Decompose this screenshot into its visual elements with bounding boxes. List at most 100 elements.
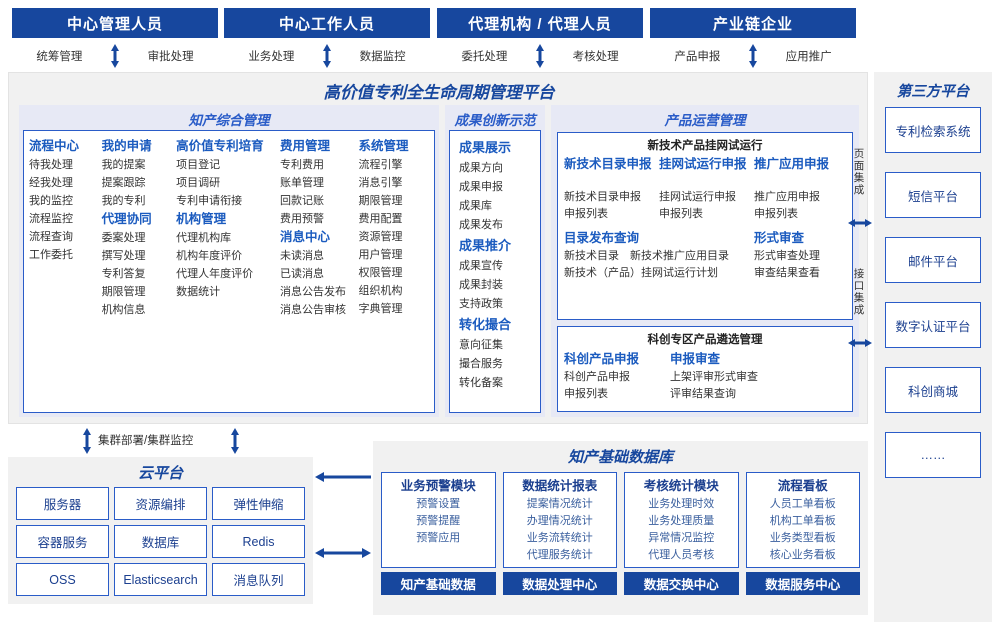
ip-item-0-0-1[interactable]: 经我处理 xyxy=(29,177,73,189)
role-banner-1[interactable]: 中心工作人员 xyxy=(224,8,430,38)
kdb-footer-2[interactable]: 数据交换中心 xyxy=(624,572,739,595)
ip-item-2-0-1[interactable]: 项目调研 xyxy=(176,177,221,189)
ip-item-2-0-0[interactable]: 项目登记 xyxy=(176,159,221,171)
ip-item-1-0-2[interactable]: 我的专利 xyxy=(101,195,146,207)
kdb-item-3-2[interactable]: 业务类型看板 xyxy=(769,532,836,544)
kdb-item-0-2[interactable]: 预警应用 xyxy=(416,532,461,544)
cloud-cell-0[interactable]: 服务器 xyxy=(16,487,109,520)
ip-item-4-0-8[interactable]: 字典管理 xyxy=(358,303,403,315)
ip-item-4-0-7[interactable]: 组织机构 xyxy=(358,285,403,297)
ip-heading-3-1[interactable]: 消息中心 xyxy=(280,230,331,244)
kdb-heading-1[interactable]: 数据统计报表 xyxy=(522,479,598,493)
cloud-cell-8[interactable]: 消息队列 xyxy=(212,563,305,596)
ip-heading-4-0[interactable]: 系统管理 xyxy=(358,139,409,153)
ip-item-1-1-1[interactable]: 撰写处理 xyxy=(101,250,146,262)
po-r1-item-1-1[interactable]: 申报列表 xyxy=(659,208,703,220)
po-r2-item-1-0[interactable]: 形式审查处理 xyxy=(753,250,820,262)
po-r1-heading-2[interactable]: 推广应用申报 xyxy=(754,157,830,171)
achievement-item-0-2[interactable]: 成果库 xyxy=(459,200,492,212)
ip-item-0-0-3[interactable]: 流程监控 xyxy=(29,213,73,225)
third-party-item-0[interactable]: 专利检索系统 xyxy=(885,107,981,153)
ip-item-0-0-2[interactable]: 我的监控 xyxy=(29,195,73,207)
ip-item-4-0-4[interactable]: 资源管理 xyxy=(358,231,403,243)
achievement-item-1-0[interactable]: 成果宣传 xyxy=(459,260,503,272)
kdb-footer-3[interactable]: 数据服务中心 xyxy=(745,572,860,595)
achievement-heading-1[interactable]: 成果推介 xyxy=(459,238,512,253)
ip-item-1-1-4[interactable]: 机构信息 xyxy=(101,304,146,316)
achievement-item-0-1[interactable]: 成果申报 xyxy=(459,181,503,193)
kdb-heading-3[interactable]: 流程看板 xyxy=(777,479,828,493)
kdb-item-2-0[interactable]: 业务处理时效 xyxy=(648,498,715,510)
ip-item-4-0-5[interactable]: 用户管理 xyxy=(358,249,403,261)
po-r1-item-2-0[interactable]: 推广应用申报 xyxy=(754,191,820,203)
kdb-item-0-0[interactable]: 预警设置 xyxy=(416,498,461,510)
ip-heading-2-1[interactable]: 机构管理 xyxy=(176,212,227,226)
po-r1-heading-0[interactable]: 新技术目录申报 xyxy=(564,157,652,171)
ip-item-4-0-1[interactable]: 消息引擎 xyxy=(358,177,403,189)
po-r3-heading-0[interactable]: 科创产品申报 xyxy=(564,352,640,366)
po-r2-heading-1[interactable]: 形式审查 xyxy=(753,231,804,245)
ip-heading-3-0[interactable]: 费用管理 xyxy=(280,139,331,153)
kdb-heading-0[interactable]: 业务预警模块 xyxy=(400,479,476,493)
achievement-item-1-1[interactable]: 成果封装 xyxy=(459,279,503,291)
ip-item-4-0-6[interactable]: 权限管理 xyxy=(358,267,403,279)
kdb-item-2-2[interactable]: 异常情况监控 xyxy=(648,532,715,544)
ip-item-3-0-3[interactable]: 费用预警 xyxy=(280,213,325,225)
third-party-item-5[interactable]: …… xyxy=(885,432,981,478)
ip-item-3-0-1[interactable]: 账单管理 xyxy=(280,177,325,189)
role-banner-3[interactable]: 产业链企业 xyxy=(650,8,856,38)
po-r3-item-1-0[interactable]: 上架评审形式审查 xyxy=(670,371,758,383)
ip-item-0-0-4[interactable]: 流程查询 xyxy=(29,231,73,243)
po-r1-item-2-1[interactable]: 申报列表 xyxy=(754,208,798,220)
ip-item-1-0-1[interactable]: 提案跟踪 xyxy=(101,177,146,189)
po-r3-heading-1[interactable]: 申报审查 xyxy=(670,352,721,366)
ip-item-1-1-0[interactable]: 委案处理 xyxy=(101,232,146,244)
ip-item-3-1-2[interactable]: 消息公告发布 xyxy=(280,286,347,298)
achievement-item-2-1[interactable]: 撮合服务 xyxy=(459,358,503,370)
role-banner-2[interactable]: 代理机构 / 代理人员 xyxy=(437,8,643,38)
po-r1-item-1-0[interactable]: 挂网试运行申报 xyxy=(659,191,736,203)
ip-item-4-0-2[interactable]: 期限管理 xyxy=(358,195,403,207)
achievement-item-0-3[interactable]: 成果发布 xyxy=(459,219,503,231)
kdb-item-3-0[interactable]: 人员工单看板 xyxy=(769,498,836,510)
cloud-cell-6[interactable]: OSS xyxy=(16,563,109,596)
achievement-heading-2[interactable]: 转化撮合 xyxy=(459,317,512,332)
achievement-heading-0[interactable]: 成果展示 xyxy=(459,140,512,155)
po-r2-item-0-0[interactable]: 新技术目录 新技术推广应用目录 xyxy=(564,250,729,262)
ip-heading-2-0[interactable]: 高价值专利培育 xyxy=(176,139,264,153)
third-party-item-1[interactable]: 短信平台 xyxy=(885,172,981,218)
po-r1-item-0-1[interactable]: 申报列表 xyxy=(564,208,608,220)
ip-item-2-1-1[interactable]: 机构年度评价 xyxy=(176,250,243,262)
kdb-item-1-1[interactable]: 办理情况统计 xyxy=(526,515,593,527)
achievement-item-2-2[interactable]: 转化备案 xyxy=(459,377,503,389)
ip-heading-1-1[interactable]: 代理协同 xyxy=(101,212,152,226)
ip-item-2-1-3[interactable]: 数据统计 xyxy=(176,286,221,298)
po-r2-item-1-1[interactable]: 审查结果查看 xyxy=(753,267,820,279)
achievement-item-2-0[interactable]: 意向征集 xyxy=(459,339,503,351)
cloud-cell-2[interactable]: 弹性伸缩 xyxy=(212,487,305,520)
kdb-item-1-2[interactable]: 业务流转统计 xyxy=(526,532,593,544)
third-party-item-2[interactable]: 邮件平台 xyxy=(885,237,981,283)
kdb-item-1-3[interactable]: 代理服务统计 xyxy=(526,549,593,561)
kdb-item-2-1[interactable]: 业务处理质量 xyxy=(648,515,715,527)
kdb-item-3-1[interactable]: 机构工单看板 xyxy=(769,515,836,527)
cloud-cell-7[interactable]: Elasticsearch xyxy=(114,563,207,596)
kdb-footer-0[interactable]: 知产基础数据 xyxy=(381,572,496,595)
ip-item-1-0-0[interactable]: 我的提案 xyxy=(101,159,146,171)
kdb-footer-1[interactable]: 数据处理中心 xyxy=(502,572,617,595)
kdb-item-1-0[interactable]: 提案情况统计 xyxy=(526,498,593,510)
ip-item-3-1-1[interactable]: 已读消息 xyxy=(280,268,325,280)
po-r1-heading-1[interactable]: 挂网试运行申报 xyxy=(659,157,747,171)
cloud-cell-3[interactable]: 容器服务 xyxy=(16,525,109,558)
ip-heading-0-0[interactable]: 流程中心 xyxy=(29,139,80,153)
third-party-item-3[interactable]: 数字认证平台 xyxy=(885,302,981,348)
kdb-item-0-1[interactable]: 预警提醒 xyxy=(416,515,461,527)
ip-item-0-0-0[interactable]: 待我处理 xyxy=(29,159,73,171)
ip-item-1-1-2[interactable]: 专利答复 xyxy=(101,268,146,280)
cloud-cell-5[interactable]: Redis xyxy=(212,525,305,558)
third-party-item-4[interactable]: 科创商城 xyxy=(885,367,981,413)
kdb-item-2-3[interactable]: 代理人员考核 xyxy=(648,549,715,561)
ip-item-3-0-0[interactable]: 专利费用 xyxy=(280,159,325,171)
po-r2-item-0-1[interactable]: 新技术（产品）挂网试运行计划 xyxy=(564,267,718,279)
ip-item-0-0-5[interactable]: 工作委托 xyxy=(29,249,73,261)
